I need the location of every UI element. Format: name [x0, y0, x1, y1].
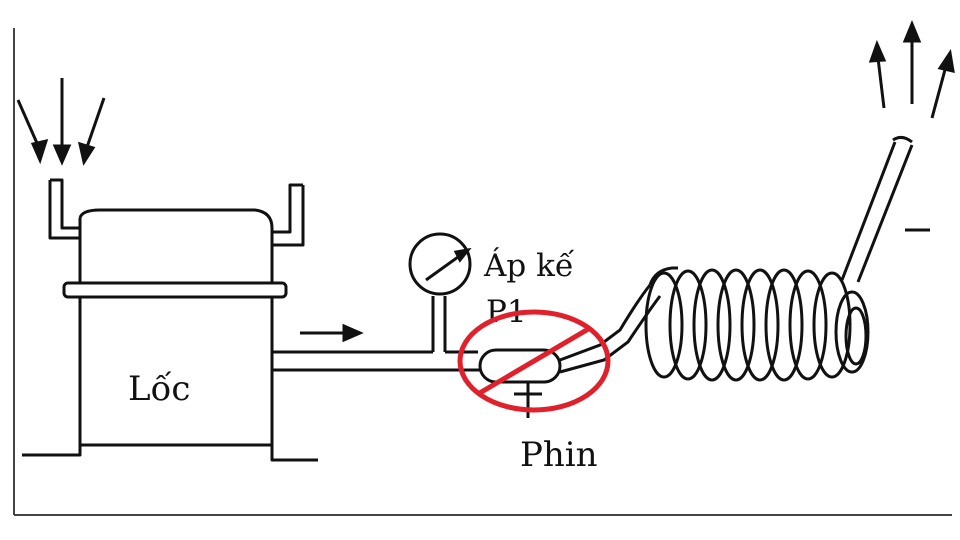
compressor-label: Lốc — [128, 369, 190, 409]
compressor — [22, 178, 318, 462]
gauge-label: Áp kế — [483, 246, 575, 284]
outgoing-air-arrows — [868, 20, 955, 119]
capillary-coil — [644, 135, 930, 382]
filter-label: Phin — [520, 435, 598, 475]
incoming-air-arrows — [16, 78, 106, 166]
discharge-pipe — [272, 296, 480, 372]
frame — [13, 28, 952, 516]
pressure-gauge — [408, 232, 472, 296]
flow-arrow — [300, 323, 364, 343]
prohibition-sign — [457, 309, 611, 413]
